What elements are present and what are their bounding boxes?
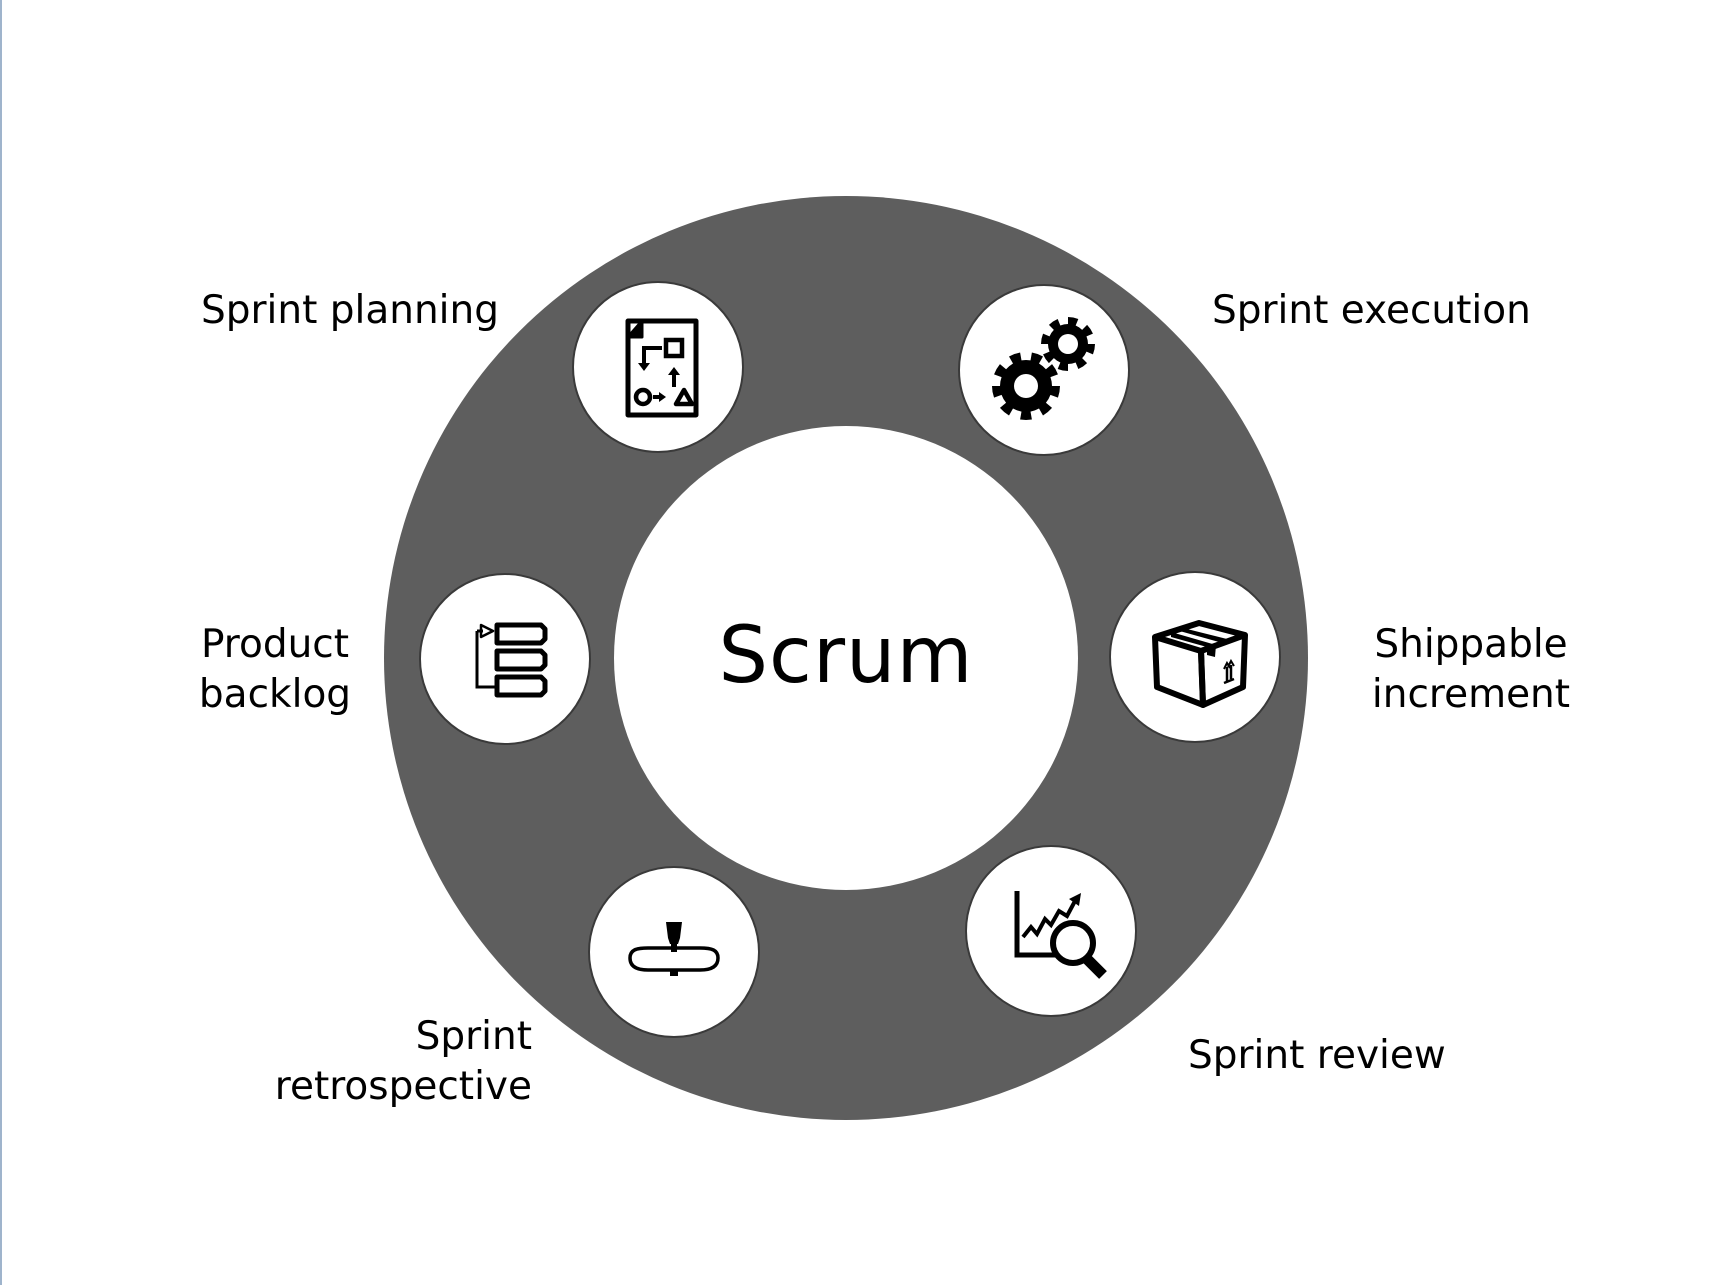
sprint-planning-node[interactable] bbox=[572, 281, 744, 453]
rearview-mirror-icon bbox=[614, 892, 734, 1012]
sprint-planning-label: Sprint planning bbox=[201, 286, 499, 336]
gear-hole bbox=[1058, 334, 1078, 354]
sprint-review-label: Sprint review bbox=[1188, 1031, 1446, 1081]
sprint-retrospective-label: Sprint retrospective bbox=[275, 1012, 532, 1112]
shippable-increment-label: Shippable increment bbox=[1365, 620, 1577, 720]
sprint-planning-label-line: Sprint planning bbox=[200, 288, 499, 333]
hub-label: Scrum bbox=[718, 611, 974, 701]
sprint-review-label-line: Sprint review bbox=[1188, 1033, 1446, 1078]
sprint-retrospective-label-line-2: retrospective bbox=[274, 1064, 532, 1109]
sprint-execution-node[interactable] bbox=[958, 284, 1130, 456]
left-frame-border bbox=[0, 0, 2, 1285]
scrum-hub: Scrum bbox=[614, 426, 1078, 890]
product-backlog-label: Product backlog bbox=[178, 620, 372, 720]
shippable-increment-label-line-2: increment bbox=[1371, 672, 1571, 717]
gears-icon bbox=[984, 310, 1104, 430]
package-box-icon bbox=[1135, 597, 1255, 717]
sprint-execution-label: Sprint execution bbox=[1212, 286, 1531, 336]
sprint-execution-label-line: Sprint execution bbox=[1212, 288, 1531, 333]
shippable-increment-label-line-1: Shippable bbox=[1374, 622, 1568, 667]
product-backlog-node[interactable] bbox=[419, 573, 591, 745]
chart-magnifier-icon bbox=[991, 871, 1111, 991]
sprint-review-node[interactable] bbox=[965, 845, 1137, 1017]
backlog-list-icon bbox=[445, 599, 565, 719]
sprint-retrospective-label-line-1: Sprint bbox=[415, 1014, 532, 1059]
product-backlog-label-line-2: backlog bbox=[198, 672, 352, 717]
shippable-increment-node[interactable] bbox=[1109, 571, 1281, 743]
sprint-retrospective-node[interactable] bbox=[588, 866, 760, 1038]
gear-hole bbox=[1014, 374, 1038, 398]
planning-document-icon bbox=[598, 307, 718, 427]
product-backlog-label-line-1: Product bbox=[200, 622, 350, 667]
